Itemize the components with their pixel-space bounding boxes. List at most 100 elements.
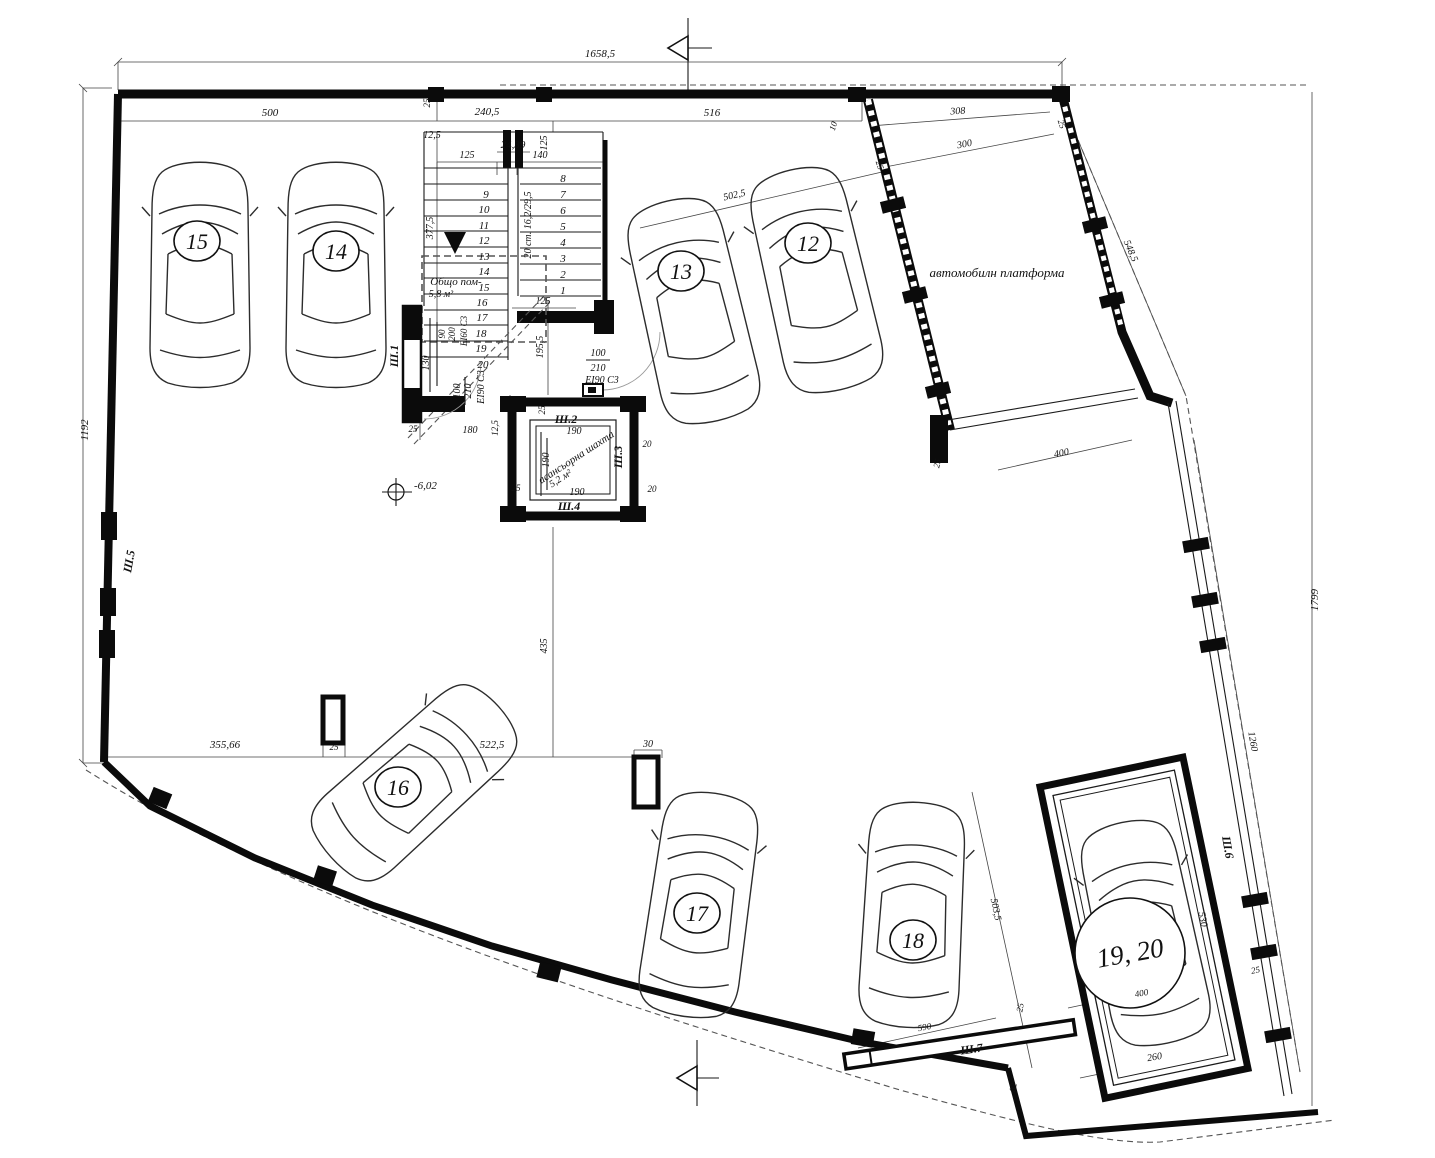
svg-text:5: 5: [560, 221, 566, 233]
svg-text:100: 100: [452, 384, 463, 399]
svg-text:530: 530: [1196, 911, 1210, 928]
svg-text:12: 12: [479, 235, 491, 247]
svg-text:14: 14: [325, 239, 347, 264]
property-line: [85, 84, 1336, 1143]
car-15: [141, 161, 259, 389]
svg-text:400: 400: [1134, 987, 1150, 999]
svg-text:25: 25: [874, 159, 886, 171]
svg-text:11: 11: [479, 220, 489, 232]
elevator-shaft: [500, 383, 646, 522]
svg-text:125: 125: [460, 150, 475, 161]
badge-15: 15: [173, 220, 221, 262]
svg-text:12: 12: [797, 231, 819, 256]
svg-text:25: 25: [330, 742, 340, 752]
svg-text:25: 25: [931, 457, 943, 468]
wall-sh1: [401, 304, 465, 424]
svg-text:EI90 C3: EI90 C3: [584, 375, 619, 386]
badge-16: 16: [374, 766, 422, 808]
section-arrow-top: [666, 18, 712, 94]
svg-text:522,5: 522,5: [480, 739, 505, 751]
svg-text:25: 25: [409, 424, 419, 434]
svg-text:260: 260: [1146, 1051, 1163, 1064]
door-arc-bottom: [423, 361, 482, 420]
svg-text:82: 82: [1007, 1082, 1018, 1093]
door-arc-right: [601, 331, 661, 391]
svg-text:200: 200: [447, 327, 457, 341]
stair-step-numbers: 1 2 3 4 5 6 7 8 9 10 11 12 13 14 15 16 1…: [476, 173, 567, 371]
svg-text:240,5: 240,5: [475, 106, 500, 118]
section-arrow-bottom: [675, 1040, 719, 1106]
dim-diag-tr: 548,5: [1121, 239, 1140, 264]
svg-text:13: 13: [670, 259, 692, 284]
svg-text:125: 125: [539, 136, 550, 151]
dim-overall-right: 1799: [1309, 589, 1321, 612]
svg-text:300: 300: [955, 138, 973, 152]
svg-text:195,5: 195,5: [535, 336, 546, 359]
svg-text:210: 210: [591, 363, 606, 374]
svg-text:20: 20: [648, 484, 658, 494]
svg-text:15: 15: [186, 229, 208, 254]
svg-text:516: 516: [704, 107, 721, 119]
svg-text:90: 90: [437, 329, 447, 339]
svg-text:25: 25: [1014, 1002, 1025, 1013]
svg-text:25: 25: [1250, 964, 1261, 976]
svg-text:8: 8: [560, 173, 566, 185]
badge-14: 14: [312, 230, 360, 272]
svg-text:400: 400: [1053, 447, 1070, 461]
svg-text:30: 30: [642, 739, 653, 750]
stair-note: 20 ст. 16,2/29,5: [523, 191, 534, 258]
wall-label-sh7: Ш.7: [958, 1040, 984, 1057]
svg-text:25: 25: [1056, 118, 1068, 130]
svg-text:308: 308: [949, 105, 966, 117]
car-12: [733, 156, 899, 404]
svg-text:19: 19: [476, 343, 488, 355]
svg-text:20: 20: [478, 359, 490, 371]
svg-text:12,5: 12,5: [423, 130, 441, 141]
svg-text:190: 190: [541, 453, 552, 468]
badge-17: 17: [673, 892, 721, 934]
svg-text:500: 500: [262, 107, 279, 119]
wall-label-sh4: Ш.4: [557, 499, 581, 513]
svg-text:25: 25: [512, 483, 522, 493]
svg-text:16: 16: [387, 775, 409, 800]
wall-strip-sh7: [841, 1017, 1078, 1071]
wall-label-sh2: Ш.2: [554, 412, 578, 426]
svg-text:10: 10: [827, 120, 839, 132]
svg-text:25: 25: [422, 98, 432, 108]
wall-label-sh6: Ш.6: [1219, 834, 1237, 860]
svg-text:190: 190: [570, 487, 585, 498]
level-marker: -6,02: [382, 478, 437, 506]
svg-text:210: 210: [463, 384, 474, 399]
svg-text:125: 125: [536, 296, 551, 307]
common-room-outline: [421, 255, 547, 343]
common-room-name: Общо пом-: [430, 276, 482, 288]
svg-text:EI60 C3: EI60 C3: [459, 315, 469, 347]
dim-overall-left: 1192: [79, 419, 91, 441]
parking-numbers: 15 14 13 12 16 17 18 19, 20: [173, 220, 1186, 1009]
svg-text:7: 7: [560, 189, 566, 201]
svg-text:10: 10: [479, 204, 491, 216]
svg-text:1: 1: [560, 285, 566, 297]
car-14: [277, 161, 395, 389]
svg-text:18: 18: [476, 328, 488, 340]
svg-text:100: 100: [591, 348, 606, 359]
svg-text:16: 16: [477, 297, 489, 309]
svg-text:180: 180: [463, 425, 478, 436]
dim-overall-top: 1658,5: [585, 48, 616, 60]
wall-label-sh3: Ш.3: [611, 446, 625, 470]
svg-text:503,5: 503,5: [988, 897, 1003, 921]
car-platform-label: автомобилн платформа: [930, 265, 1065, 280]
svg-text:6: 6: [560, 205, 566, 217]
svg-text:18: 18: [902, 928, 924, 953]
svg-text:17: 17: [477, 312, 489, 324]
svg-text:3: 3: [559, 253, 566, 265]
level-value: -6,02: [414, 480, 437, 492]
svg-text:17: 17: [686, 901, 709, 926]
badge-12: 12: [784, 222, 832, 264]
svg-text:590: 590: [917, 1021, 933, 1033]
svg-text:435: 435: [539, 639, 550, 654]
wall-label-sh1: Ш.1: [387, 345, 401, 369]
svg-text:502,5: 502,5: [722, 188, 746, 204]
